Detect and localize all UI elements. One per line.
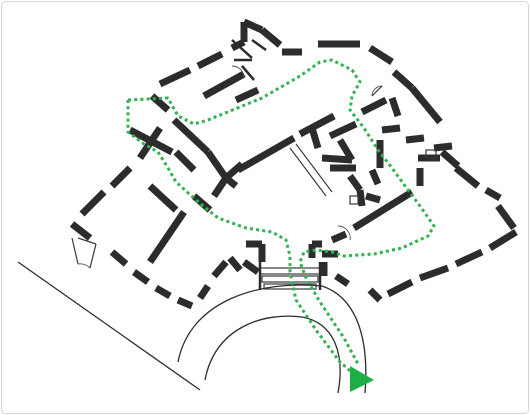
stair-rail [295,143,333,193]
wall-segment [365,192,381,204]
wall-segment [433,142,453,152]
wall-segment [488,229,518,251]
wall-segment [439,149,461,169]
wall-segment [484,186,502,202]
wall-segment [197,284,211,300]
wall-segment [69,221,93,241]
wall-segment [241,259,261,275]
wall-segment [386,278,414,298]
wall-segment [158,66,192,88]
fixture [425,149,437,159]
wall-segment [202,70,246,100]
partition [241,65,255,81]
wall-segment [173,149,197,173]
wall-segment [147,183,179,213]
wall-segment [227,255,243,273]
door-leaf [89,243,97,269]
wall-segment [211,259,229,279]
wall-segment [131,269,151,285]
wall-segment [236,134,296,174]
wall-segment [454,248,484,268]
door-leaf [371,85,383,97]
entrance-step [263,283,317,290]
wall-segment [368,45,394,65]
wall-segment [405,134,425,144]
wall-segment [409,85,443,125]
wall-segment [79,189,107,217]
wall-segment [388,96,402,118]
door-leaf [77,237,97,245]
wall-segment [352,189,414,231]
wall-segment [109,249,129,267]
wall-segment [128,126,174,156]
wall-segment [453,165,481,189]
exit-arrow [350,366,374,392]
road-edge [17,261,201,391]
stair-rail [289,147,327,197]
route-path [127,58,436,365]
interior-details [71,38,437,290]
route [126,58,436,392]
wall-segment [242,18,264,34]
wall-segment [334,273,350,287]
partition [231,39,253,59]
wall-segment [328,120,358,140]
door-swing [337,225,351,241]
wall-segment [223,175,239,189]
wall-segment [211,176,229,198]
fixture [349,195,359,205]
exterior-walls [69,18,518,310]
wall-segment [196,50,224,70]
wall-segment [308,126,322,150]
wall-segment [330,230,348,244]
wall-segment [347,173,363,193]
wall-segment [418,264,450,282]
door-leaf [71,237,79,265]
wall-segment [495,203,517,231]
wall-segment [109,165,133,189]
driveway-inner-arc [204,315,341,394]
wall-segment [321,154,353,164]
wall-segment [171,117,211,155]
wall-segment [234,86,260,104]
wall-segment [259,27,283,48]
door-swing [231,65,245,79]
wall-segment [356,189,366,207]
door-swing [77,263,91,269]
wall-segment [147,210,187,264]
wall-segment [360,96,388,116]
wall-segment [176,296,194,310]
wall-segment [154,284,172,300]
wall-segment [391,69,415,91]
wall-segment [381,124,401,134]
wall-segment [367,287,383,303]
route-path [126,100,357,378]
wall-segment [298,112,336,138]
wall-segment [205,150,229,180]
partition [251,38,267,52]
wall-segment [368,168,382,186]
